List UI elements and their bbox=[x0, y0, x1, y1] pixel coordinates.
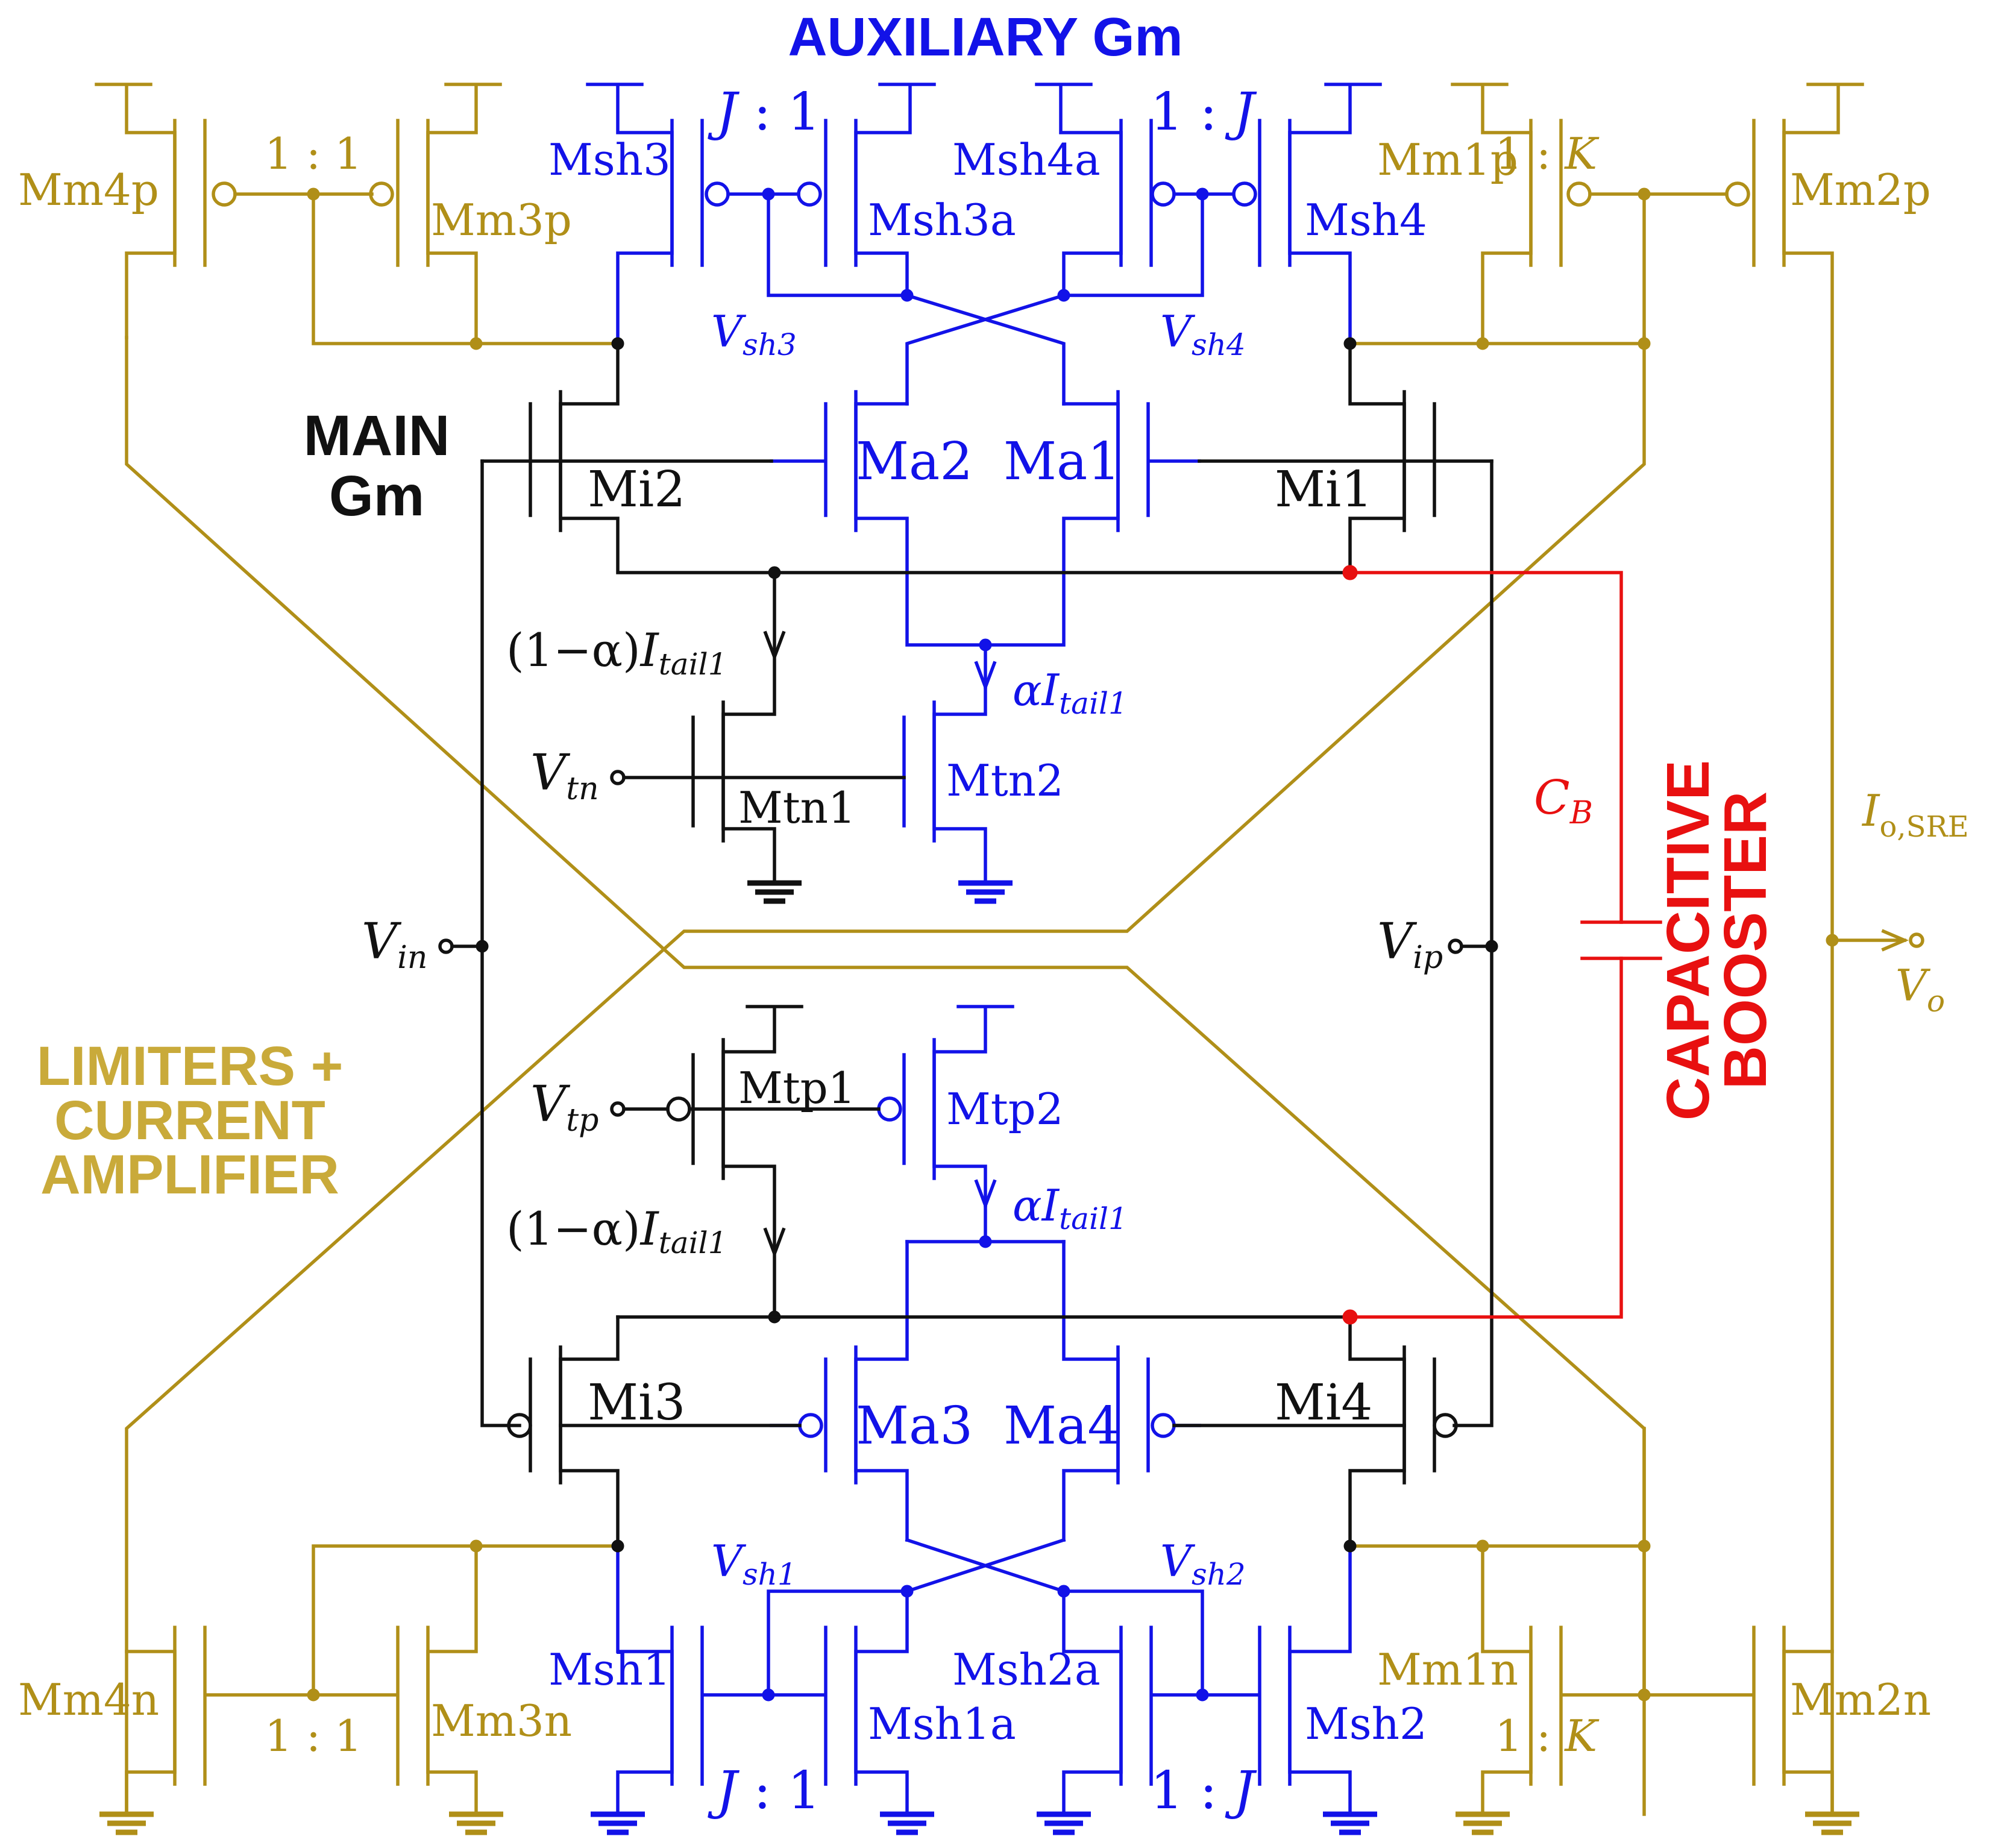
mirror-mm1p-mm2p bbox=[1348, 83, 1864, 1816]
label-vtn: Vtn bbox=[530, 744, 599, 807]
booster-title-line2: BOOSTER bbox=[1712, 791, 1779, 1089]
vtn-terminal bbox=[610, 770, 626, 785]
label-mtp1: Mtp1 bbox=[738, 1063, 856, 1113]
label-mi4: Mi4 bbox=[1275, 1374, 1372, 1432]
label-vsh1: Vsh1 bbox=[711, 1536, 797, 1592]
label-mm2n: Mm2n bbox=[1790, 1674, 1931, 1725]
label-mm2p: Mm2p bbox=[1790, 165, 1931, 215]
label-io-sre: Io,SRE bbox=[1861, 785, 1969, 844]
label-vsh4: Vsh4 bbox=[1160, 306, 1246, 362]
label-alpha-itail1-top: αItail1 bbox=[1013, 665, 1128, 721]
label-mm4p: Mm4p bbox=[18, 165, 159, 215]
label-ma2: Ma2 bbox=[856, 432, 973, 492]
booster-title-line1: CAPACITIVE bbox=[1654, 760, 1722, 1120]
label-mm1n: Mm1n bbox=[1377, 1644, 1518, 1695]
label-msh1a: Msh1a bbox=[868, 1699, 1016, 1749]
label-vin: Vin bbox=[362, 913, 427, 976]
vin-terminal bbox=[438, 938, 454, 954]
label-alpha-itail1-bottom: αItail1 bbox=[1013, 1180, 1128, 1236]
aux-gm-title: AUXILIARY Gm bbox=[788, 7, 1182, 68]
label-ma4: Ma4 bbox=[1003, 1396, 1120, 1456]
mirror-mm4p-mm3p bbox=[95, 83, 623, 350]
limiter-current-amplifier bbox=[95, 83, 1924, 1835]
output-arrow-icon bbox=[1881, 929, 1909, 952]
vip-terminal bbox=[1448, 938, 1463, 954]
label-vo: Vo bbox=[1895, 960, 1945, 1019]
ratio-msh3: J : 1 bbox=[708, 82, 821, 142]
mirror-mm1n-mm2n bbox=[1348, 1427, 1834, 1816]
label-vip: Vip bbox=[1377, 913, 1443, 976]
limiter-title-line2: CURRENT bbox=[54, 1090, 325, 1151]
capacitive-booster bbox=[1342, 565, 1662, 1325]
limiter-cross-wire-b bbox=[125, 336, 1646, 1816]
main-gm-title-line2: Gm bbox=[329, 464, 424, 528]
ratio-msh1: J : 1 bbox=[708, 1761, 821, 1821]
label-mm3n: Mm3n bbox=[431, 1696, 572, 1746]
label-vtp: Vtp bbox=[530, 1076, 598, 1139]
label-mtn1: Mtn1 bbox=[738, 782, 856, 833]
ratio-mm1n-mm2n: 1 : K bbox=[1495, 1711, 1600, 1761]
label-one-minus-alpha-itail1-top: (1−α)Itail1 bbox=[506, 623, 727, 682]
vtp-terminal bbox=[610, 1101, 626, 1117]
ground-icon bbox=[958, 880, 1013, 904]
label-mi3: Mi3 bbox=[588, 1374, 685, 1432]
label-msh4: Msh4 bbox=[1305, 195, 1427, 245]
ratio-msh2: 1 : J bbox=[1151, 1761, 1257, 1821]
label-mm4n: Mm4n bbox=[18, 1674, 159, 1725]
label-one-minus-alpha-itail1-bottom: (1−α)Itail1 bbox=[506, 1202, 727, 1260]
label-ma1: Ma1 bbox=[1003, 432, 1120, 492]
label-vsh3: Vsh3 bbox=[711, 306, 797, 362]
ratio-mm4n-mm3n: 1 : 1 bbox=[265, 1711, 362, 1761]
label-msh2a: Msh2a bbox=[952, 1644, 1101, 1695]
label-ma3: Ma3 bbox=[856, 1396, 973, 1456]
mirror-mm4n-mm3n bbox=[125, 1539, 623, 1816]
label-mtn2: Mtn2 bbox=[946, 755, 1064, 806]
limiter-title-line3: AMPLIFIER bbox=[40, 1144, 339, 1205]
ground-icon bbox=[99, 1811, 1859, 1835]
output-terminal bbox=[1909, 932, 1924, 948]
auxiliary-gm bbox=[586, 83, 1382, 1835]
label-mm3p: Mm3p bbox=[431, 195, 572, 245]
ratio-mm4p-mm3p: 1 : 1 bbox=[265, 128, 362, 179]
ratio-mm1p-mm2p: 1 : K bbox=[1495, 128, 1600, 179]
label-msh2: Msh2 bbox=[1305, 1699, 1427, 1749]
label-mi2: Mi2 bbox=[588, 461, 685, 518]
label-mtp2: Mtp2 bbox=[946, 1084, 1064, 1134]
main-gm bbox=[438, 337, 1498, 1553]
label-mi1: Mi1 bbox=[1275, 461, 1372, 518]
label-msh3: Msh3 bbox=[548, 134, 671, 185]
ratio-msh4: 1 : J bbox=[1151, 82, 1257, 142]
label-vsh2: Vsh2 bbox=[1160, 1536, 1246, 1592]
ground-icon bbox=[747, 880, 802, 904]
label-msh3a: Msh3a bbox=[868, 195, 1016, 245]
limiter-title-line1: LIMITERS + bbox=[37, 1036, 344, 1097]
label-msh4a: Msh4a bbox=[952, 134, 1101, 185]
label-cb: CB bbox=[1534, 771, 1593, 831]
label-msh1: Msh1 bbox=[548, 1644, 671, 1695]
label-mm1p: Mm1p bbox=[1377, 134, 1518, 185]
ground-icon bbox=[591, 1811, 1377, 1835]
main-gm-title-line1: MAIN bbox=[304, 404, 450, 468]
